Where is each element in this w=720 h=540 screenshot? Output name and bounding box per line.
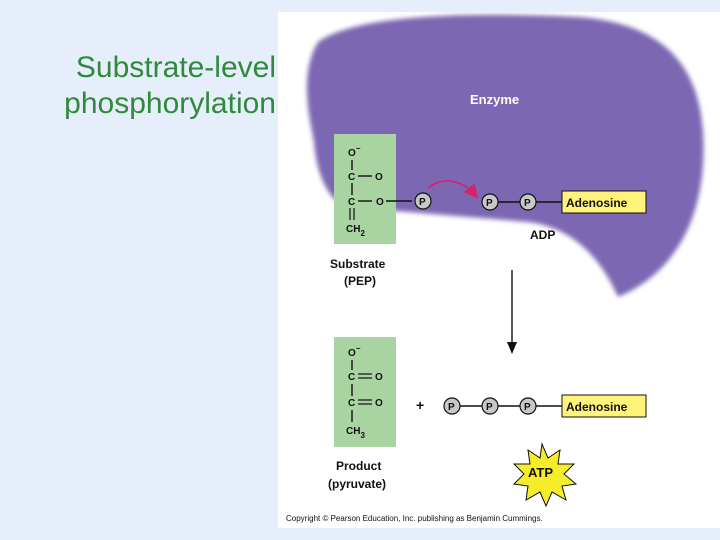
svg-text:P: P xyxy=(524,198,531,209)
enzyme-figure: Enzyme O− C O C O CH2 P P xyxy=(278,12,720,528)
substrate-structure: O− C O C O CH2 xyxy=(346,144,384,238)
product-label: Product xyxy=(336,459,381,473)
svg-text:P: P xyxy=(486,198,493,209)
substrate-c1: C xyxy=(348,172,355,183)
slide-title-line2: phosphorylation xyxy=(64,87,276,120)
copyright-text: Copyright © Pearson Education, Inc. publ… xyxy=(286,514,543,523)
product-structure: O− C O C O CH3 xyxy=(346,344,383,440)
svg-text:P: P xyxy=(419,197,426,208)
substrate-o2: O xyxy=(376,197,384,208)
svg-text:P: P xyxy=(524,402,531,413)
substrate-o-minus: O− xyxy=(348,144,361,159)
substrate-phosphate: P xyxy=(414,192,432,210)
product-c1: C xyxy=(348,372,355,383)
plus-sign: + xyxy=(416,397,424,413)
slide-title: Substrate-level phosphorylation xyxy=(14,50,276,122)
adp-adenosine-label: Adenosine xyxy=(566,196,628,210)
product-molecule-box xyxy=(334,337,396,447)
svg-text:P: P xyxy=(486,402,493,413)
product-o2: O xyxy=(375,398,383,409)
adp-label: ADP xyxy=(530,228,555,242)
atp-burst-icon xyxy=(512,442,578,508)
atp-label: ATP xyxy=(528,465,553,480)
product-c2: C xyxy=(348,398,355,409)
slide-title-line1: Substrate-level xyxy=(75,51,276,84)
substrate-sublabel: (PEP) xyxy=(344,274,376,288)
substrate-o1: O xyxy=(375,172,383,183)
product-o-minus: O− xyxy=(348,344,361,359)
substrate-molecule-box xyxy=(334,134,396,244)
product-sublabel: (pyruvate) xyxy=(328,477,386,491)
adp-group: P P Adenosine xyxy=(481,190,647,214)
atp-group: P P P Adenosine xyxy=(443,394,647,418)
product-ch3: CH3 xyxy=(346,426,365,440)
substrate-c2: C xyxy=(348,197,355,208)
phosphate-transfer-arrow xyxy=(427,180,479,199)
substrate-ch2: CH2 xyxy=(346,224,365,238)
product-o1: O xyxy=(375,372,383,383)
svg-text:P: P xyxy=(448,402,455,413)
substrate-label: Substrate xyxy=(330,257,386,271)
figure-canvas: Enzyme O− C O C O CH2 P P xyxy=(286,14,704,523)
enzyme-shape xyxy=(306,14,704,298)
atp-adenosine-label: Adenosine xyxy=(566,400,628,414)
enzyme-label: Enzyme xyxy=(470,92,519,107)
